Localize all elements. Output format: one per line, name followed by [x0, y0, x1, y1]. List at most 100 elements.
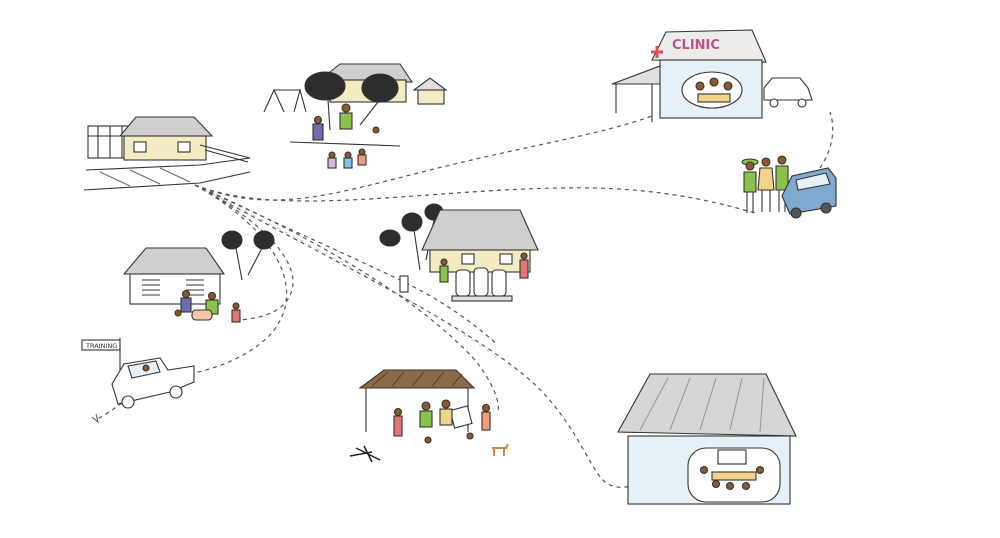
fence-front [85, 144, 251, 171]
truck-wheel [121, 395, 135, 409]
person-body [481, 411, 491, 431]
child-head [232, 302, 240, 310]
attendee-head [711, 479, 721, 489]
car-wheel [797, 98, 807, 108]
pig [191, 309, 213, 321]
playground-scene [263, 63, 448, 169]
roof [118, 116, 214, 137]
water-tank [455, 269, 471, 297]
attendee-head [741, 481, 751, 491]
middle-house [379, 203, 539, 302]
car-windshield [795, 172, 831, 191]
thatch-strokes [371, 371, 463, 387]
person-head [440, 258, 448, 266]
hut-roof [412, 77, 448, 91]
path-to-meeting-house [194, 184, 641, 488]
car-wheel [790, 207, 802, 219]
child-body [343, 157, 353, 169]
patient-head [695, 81, 705, 91]
people-with-car [741, 155, 837, 219]
tree-trunk [327, 99, 379, 131]
clinic-interior-window [681, 71, 743, 109]
person-head [421, 401, 431, 411]
water-tank [491, 269, 507, 297]
path-truck-away [94, 402, 123, 421]
flip-chart [449, 405, 473, 429]
child-head [344, 151, 352, 159]
top-left-house [83, 116, 251, 191]
campfire-sticks [349, 445, 381, 463]
attendee-head [755, 465, 765, 475]
person-head [181, 289, 191, 299]
person-body [312, 123, 324, 141]
attendee-head [725, 481, 735, 491]
thatch-roof [358, 369, 476, 389]
parked-car [763, 77, 813, 108]
person-body [339, 112, 353, 130]
hut-wall [417, 89, 445, 105]
car-wheel [820, 202, 832, 214]
window [499, 253, 513, 265]
clinic-sign: CLINIC [672, 38, 720, 53]
child-head [328, 151, 336, 159]
louvre-window [142, 279, 204, 296]
attendee-head [699, 465, 709, 475]
person-body [419, 410, 433, 428]
trash-bin [399, 275, 409, 293]
arrow-head-icon [91, 413, 99, 424]
patient-head [723, 81, 733, 91]
person-body [439, 265, 449, 283]
person-head [313, 115, 323, 125]
blue-car [781, 167, 837, 219]
tree-canopy [379, 229, 401, 247]
clinic-table [697, 93, 731, 103]
window [177, 141, 191, 153]
meeting-table [711, 471, 757, 481]
roof [122, 247, 226, 275]
roof-hatch [639, 377, 765, 433]
child-head [372, 126, 380, 134]
child-body [357, 154, 367, 166]
person-body [393, 415, 403, 437]
training-signpost: TRAINING [81, 338, 121, 372]
patient-head [709, 77, 719, 87]
truck-wheel [169, 385, 183, 399]
fence-hatch [99, 167, 191, 187]
clinic-building: CLINIC [611, 29, 813, 122]
driver-head [142, 364, 150, 372]
person-head [520, 252, 528, 260]
person-body [743, 171, 757, 193]
red-cross-icon [651, 46, 663, 58]
car-wheel [769, 98, 779, 108]
red-path-trace [204, 189, 501, 361]
person-head [393, 407, 403, 417]
person-head [441, 399, 451, 409]
path-to-car [194, 184, 756, 214]
path-to-truck [184, 184, 288, 376]
swing-frame [263, 87, 307, 113]
tree-trunk [235, 247, 263, 281]
roof [617, 373, 797, 437]
child-body [327, 157, 337, 169]
child-head [466, 432, 474, 440]
ground-line [83, 171, 251, 191]
house-wall [129, 273, 221, 305]
roof [421, 209, 539, 251]
window [133, 141, 147, 153]
whiteboard [717, 449, 747, 465]
meeting-house [617, 373, 797, 505]
person-head [777, 155, 787, 165]
person-body [519, 259, 529, 279]
child-head [174, 309, 182, 317]
tree-canopy [221, 230, 243, 250]
tree-canopy [253, 230, 275, 250]
person-body [439, 408, 453, 426]
left-house [122, 230, 275, 323]
child-head [358, 148, 366, 156]
person-head [481, 403, 491, 413]
tree-canopy [304, 71, 346, 101]
pickup-truck [111, 357, 195, 409]
path-car-to-clinic [819, 111, 834, 169]
